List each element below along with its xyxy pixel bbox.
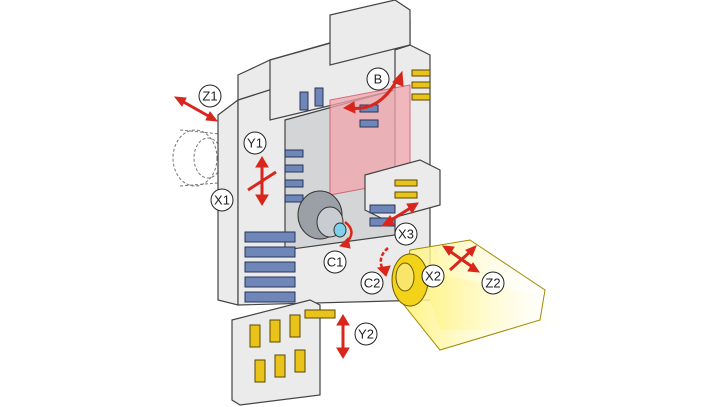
label-z2: Z2 — [481, 271, 505, 295]
svg-text:X1: X1 — [214, 193, 230, 208]
label-x2: X2 — [421, 264, 445, 288]
svg-text:Z1: Z1 — [202, 89, 217, 104]
arrow-c2-rotation — [376, 247, 391, 277]
svg-text:Y2: Y2 — [358, 327, 374, 342]
arrow-y2 — [336, 314, 350, 359]
arrow-x3 — [380, 202, 419, 227]
arrow-x2-z2-cross — [442, 245, 480, 273]
label-c2: C2 — [360, 271, 384, 295]
label-y2: Y2 — [354, 322, 378, 346]
label-x1: X1 — [210, 188, 234, 212]
arrow-x1-y1-cross — [247, 156, 277, 206]
label-c1: C1 — [323, 250, 347, 274]
svg-text:X2: X2 — [425, 269, 441, 284]
arrow-c1-rotation — [338, 221, 353, 249]
svg-text:Y1: Y1 — [247, 136, 263, 151]
turret-block-right — [364, 159, 441, 227]
svg-text:Z2: Z2 — [485, 276, 500, 291]
blue-tools-upper — [284, 87, 379, 203]
arrow-z1 — [173, 96, 219, 122]
label-z1: Z1 — [198, 84, 222, 108]
lower-tool-plate — [231, 299, 336, 406]
main-spindle-chuck — [297, 190, 347, 240]
svg-text:C1: C1 — [327, 255, 344, 270]
svg-text:X3: X3 — [398, 227, 414, 242]
svg-text:C2: C2 — [364, 276, 381, 291]
sub-spindle — [391, 239, 560, 351]
gold-tools-top-right — [411, 69, 431, 101]
svg-text:B: B — [374, 72, 383, 87]
blue-gang-tools — [244, 231, 296, 303]
label-y1: Y1 — [243, 131, 267, 155]
label-x3: X3 — [394, 222, 418, 246]
arrow-b-rotation — [342, 70, 404, 114]
label-b: B — [366, 67, 390, 91]
